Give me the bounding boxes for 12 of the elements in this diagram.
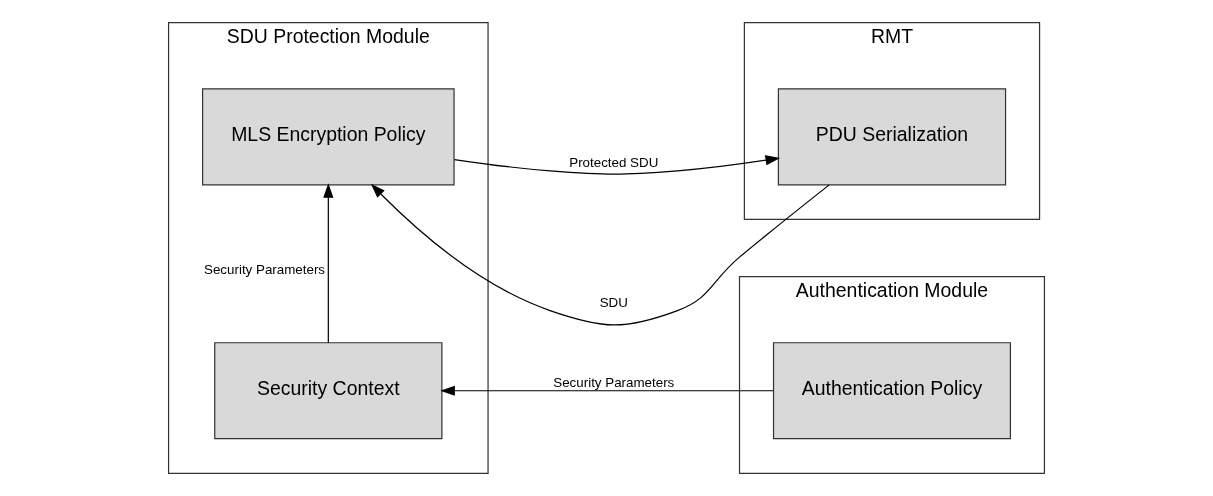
arrow (323, 183, 334, 344)
node-box: Security Context (214, 342, 443, 440)
node-box: PDU Serialization (777, 88, 1007, 186)
node-box: MLS Encryption Policy (202, 88, 455, 186)
edge-label: Protected SDU (569, 154, 659, 170)
edge-label: SDU (599, 294, 628, 310)
edge-label: Security Parameters (553, 374, 675, 390)
edge-label: Security Parameters (204, 262, 326, 278)
arrow (370, 183, 830, 326)
arrow (440, 385, 774, 396)
arrow (453, 155, 781, 175)
node-box: Authentication Policy (772, 342, 1011, 440)
